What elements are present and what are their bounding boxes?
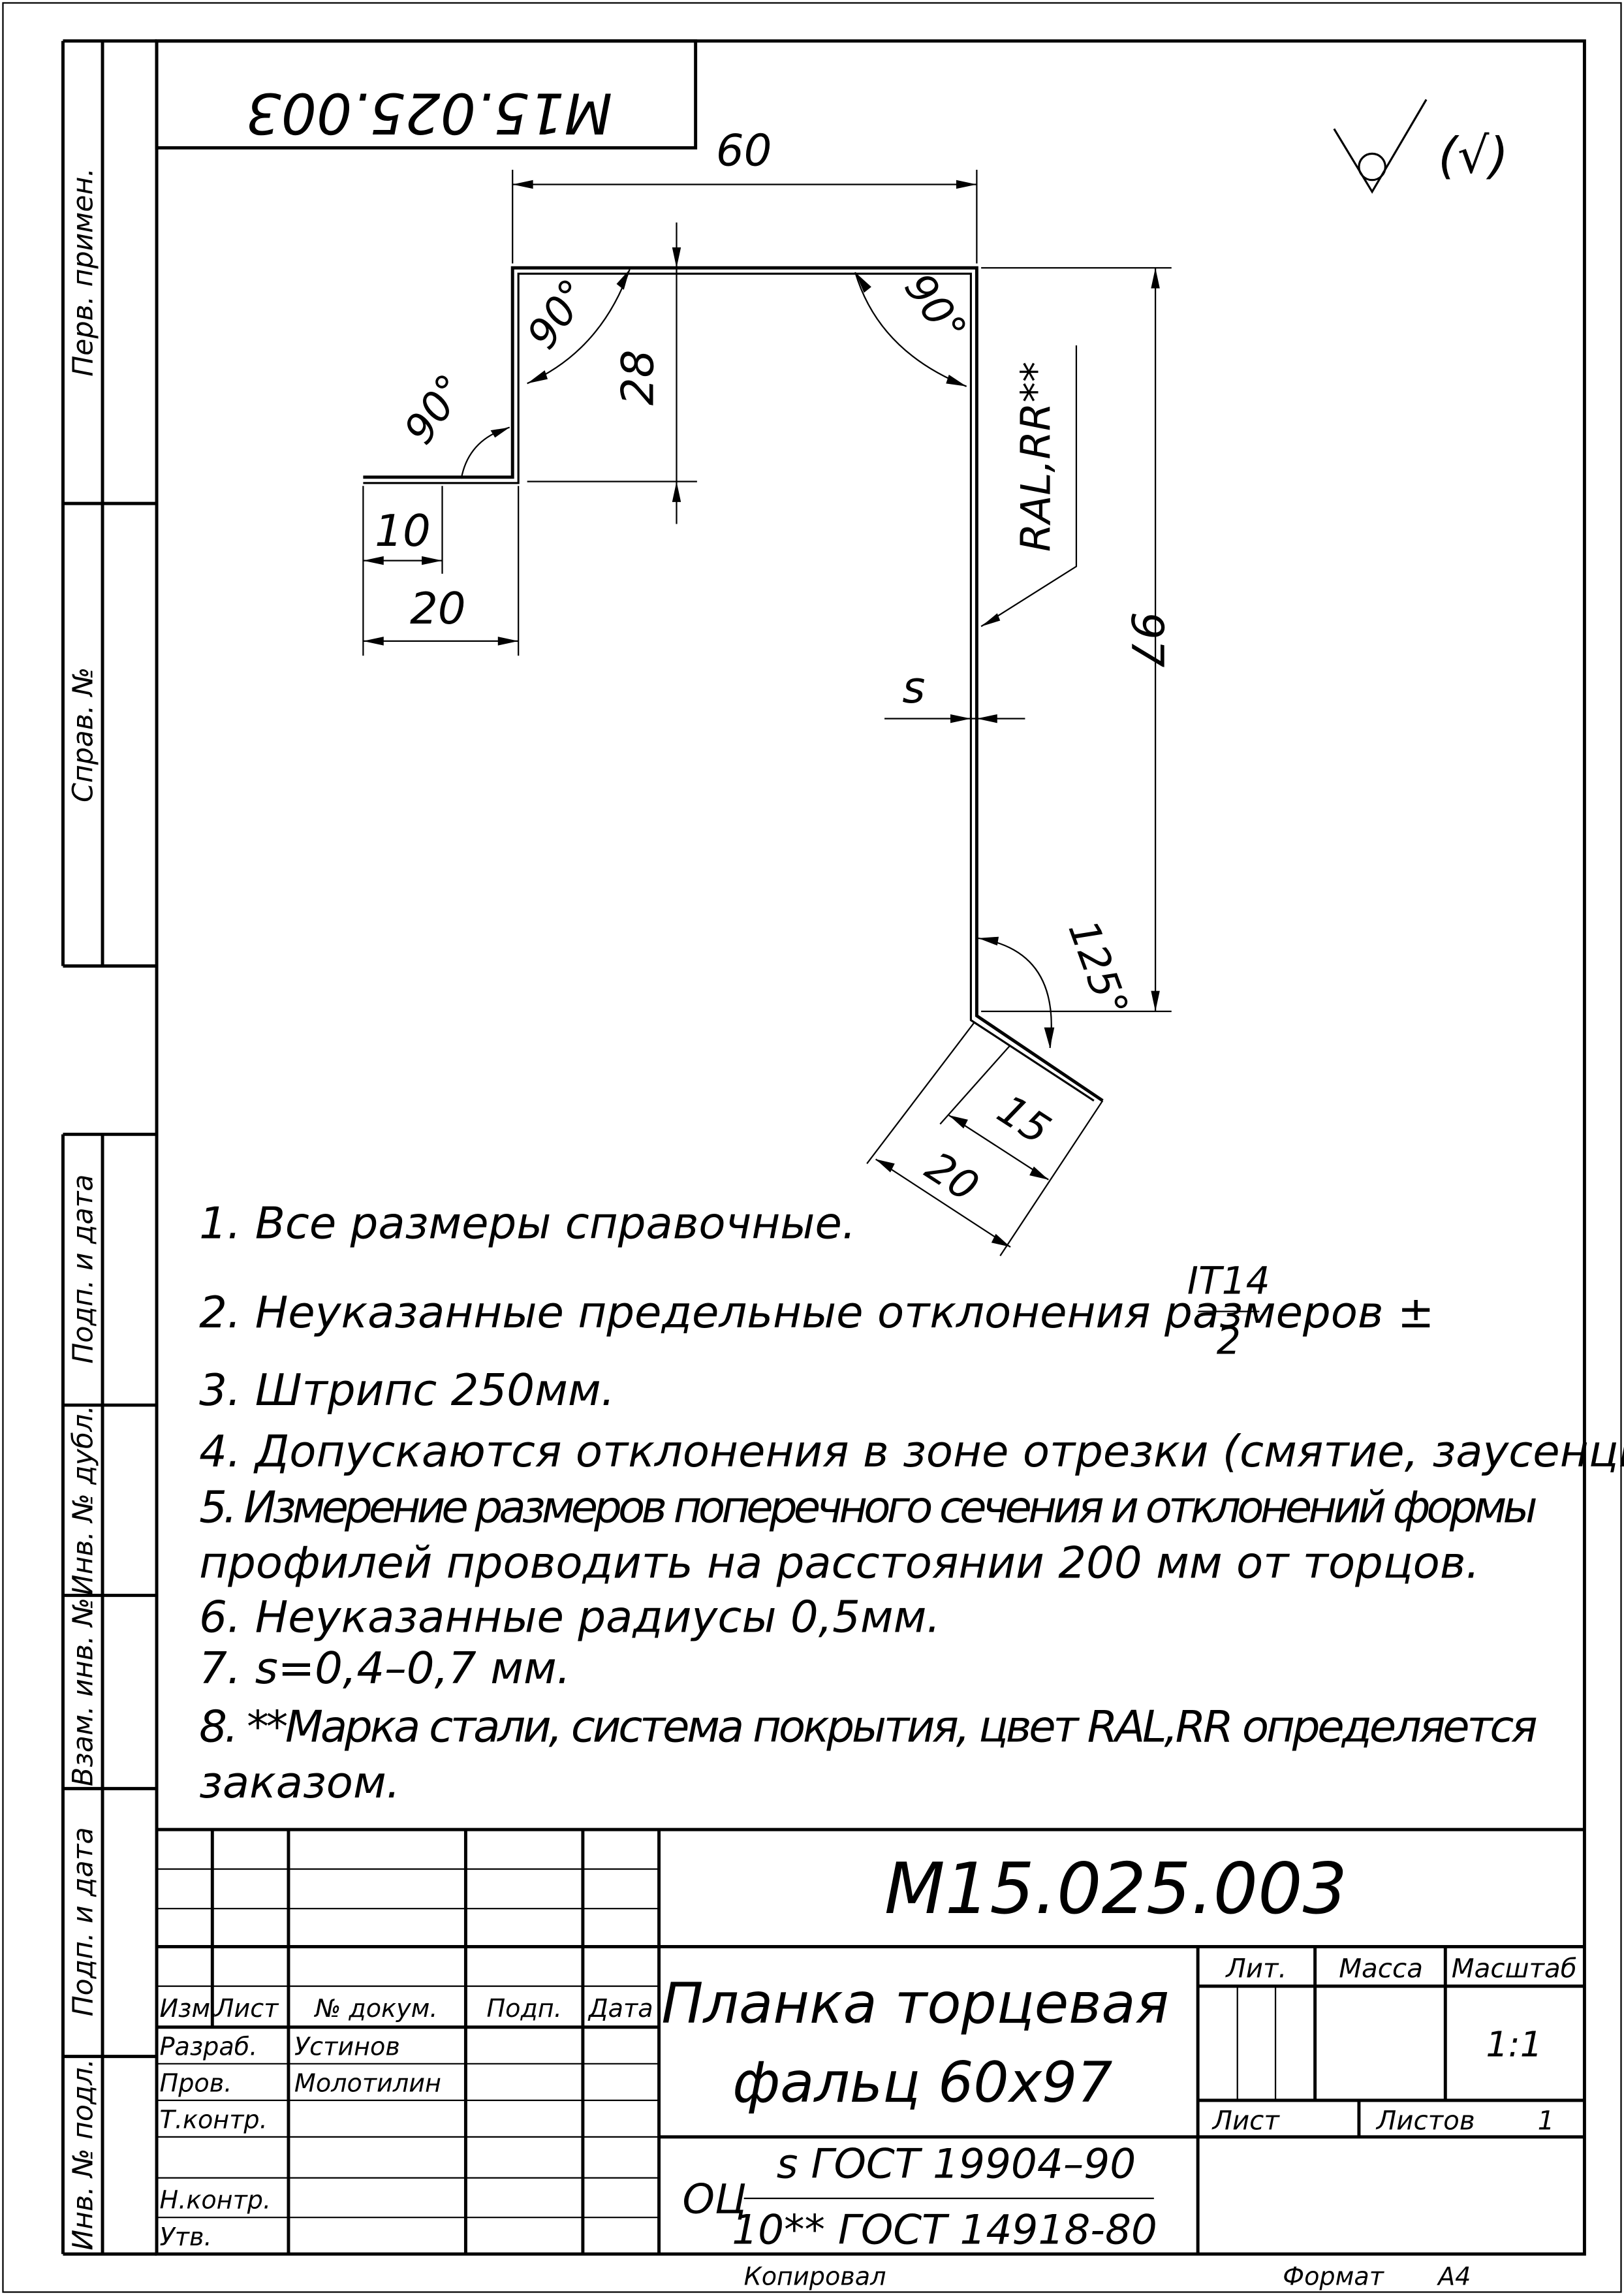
col-data: Дата — [587, 1994, 653, 2023]
title-block: М15.025.003 Изм. Лист № докум. Подп. Дат… — [157, 1828, 1585, 2255]
dim-hem-inner: 15 — [989, 1085, 1059, 1154]
dim-thickness: s — [902, 662, 925, 713]
side-label-perv-primen: Перв. примен. — [67, 168, 99, 377]
format-value: А4 — [1436, 2262, 1471, 2290]
dim-angle-top-left-b: 90° — [395, 366, 476, 452]
note-2: 2. Неуказанные предельные отклонения раз… — [199, 1287, 1434, 1338]
col-dokum: № докум. — [314, 1994, 438, 2023]
title-block-designation: М15.025.003 — [884, 1848, 1347, 1930]
note-8-line1: 8. **Марка стали, система покрытия, цвет… — [199, 1701, 1538, 1752]
note-3: 3. Штрипс 250мм. — [199, 1365, 615, 1416]
dim-flange-outer: 20 — [410, 583, 466, 634]
prov-name: Молотилин — [294, 2068, 441, 2097]
technical-notes: 1. Все размеры справочные. 2. Неуказанны… — [199, 1198, 1624, 1808]
note-8-line2: заказом. — [199, 1757, 400, 1808]
dim-angle-top-left-a: 90° — [518, 270, 599, 357]
note-1: 1. Все размеры справочные. — [199, 1198, 856, 1249]
note-5-line2: профилей проводить на расстоянии 200 мм … — [199, 1538, 1480, 1589]
footer: Копировал Формат А4 — [744, 2262, 1471, 2290]
col-podp: Подп. — [486, 1994, 561, 2023]
dim-angle-bottom: 125° — [1059, 914, 1137, 1023]
drawing-frame — [155, 39, 1586, 2256]
dim-coating-leader: RAL,RR** — [1012, 362, 1060, 552]
note-4: 4. Допускаются отклонения в зоне отрезки… — [199, 1426, 1624, 1477]
roughness-note: (√) — [1438, 127, 1508, 185]
note-6: 6. Неуказанные радиусы 0,5мм. — [199, 1592, 941, 1643]
rotated-designation-box: М15.025.003 — [155, 39, 698, 150]
razrab-name: Устинов — [294, 2032, 400, 2061]
dim-angle-top-right: 90° — [895, 264, 976, 351]
dim-flange-inner: 10 — [375, 505, 431, 556]
roughness-symbol: (√) — [1333, 99, 1508, 194]
row-tkontr: Т.контр. — [160, 2105, 268, 2134]
material-prefix: ОЦ — [682, 2175, 746, 2223]
side-label-podp-data-2: Подп. и дата — [67, 1827, 99, 2016]
dimension-texts: 60 28 10 20 97 s 90° 90° 90° 125° RAL,RR… — [375, 125, 1172, 1211]
dim-width-top: 60 — [716, 125, 772, 176]
lit-label: Лит. — [1225, 1954, 1287, 1984]
row-utv: Утв. — [160, 2223, 212, 2251]
dim-step-height: 28 — [613, 350, 664, 406]
sheets-count: 1 — [1538, 2106, 1555, 2136]
side-label-sprav-no: Справ. № — [67, 667, 99, 802]
note-2-denominator: 2 — [1217, 1319, 1241, 1363]
format-label: Формат — [1283, 2262, 1384, 2290]
row-razrab: Разраб. — [160, 2032, 258, 2061]
side-label-podp-data-1: Подп. и дата — [67, 1175, 99, 1364]
dim-height-main: 97 — [1121, 612, 1172, 668]
side-label-inv-podl: Инв. № подл. — [67, 2059, 99, 2251]
side-label-vzam-inv: Взам. инв. № — [67, 1598, 99, 1786]
note-2-numerator: IT14 — [1187, 1259, 1270, 1303]
masshtab-label: Масштаб — [1452, 1954, 1577, 1984]
rotated-designation: М15.025.003 — [246, 80, 613, 144]
material-top: s ГОСТ 19904–90 — [777, 2140, 1136, 2188]
sheet-label: Лист — [1211, 2106, 1281, 2136]
col-izm: Изм. — [160, 1994, 219, 2023]
dimension-lines — [362, 170, 1172, 1257]
left-side-strip: Перв. примен. Справ. № Подп. и дата Инв.… — [61, 39, 157, 2256]
material-bottom: 10** ГОСТ 14918-80 — [732, 2206, 1157, 2254]
note-5-line1: 5. Измерение размеров поперечного сечени… — [199, 1481, 1538, 1532]
dim-hem-outer: 20 — [917, 1143, 987, 1211]
row-nkontr: Н.контр. — [160, 2186, 272, 2215]
massa-label: Масса — [1339, 1954, 1423, 1984]
col-list: Лист — [214, 1994, 279, 2023]
sheets-label: Листов — [1375, 2106, 1475, 2136]
scale-value: 1:1 — [1486, 2024, 1542, 2065]
title-line-1: Планка торцевая — [661, 1972, 1168, 2036]
note-7: 7. s=0,4–0,7 мм. — [199, 1643, 570, 1694]
title-line-2: фальц 60х97 — [732, 2051, 1112, 2115]
row-prov: Пров. — [160, 2068, 232, 2097]
kopiroval-label: Копировал — [744, 2262, 886, 2290]
profile-section — [363, 266, 1104, 1102]
side-label-inv-dubl: Инв. № дубл. — [67, 1405, 99, 1595]
